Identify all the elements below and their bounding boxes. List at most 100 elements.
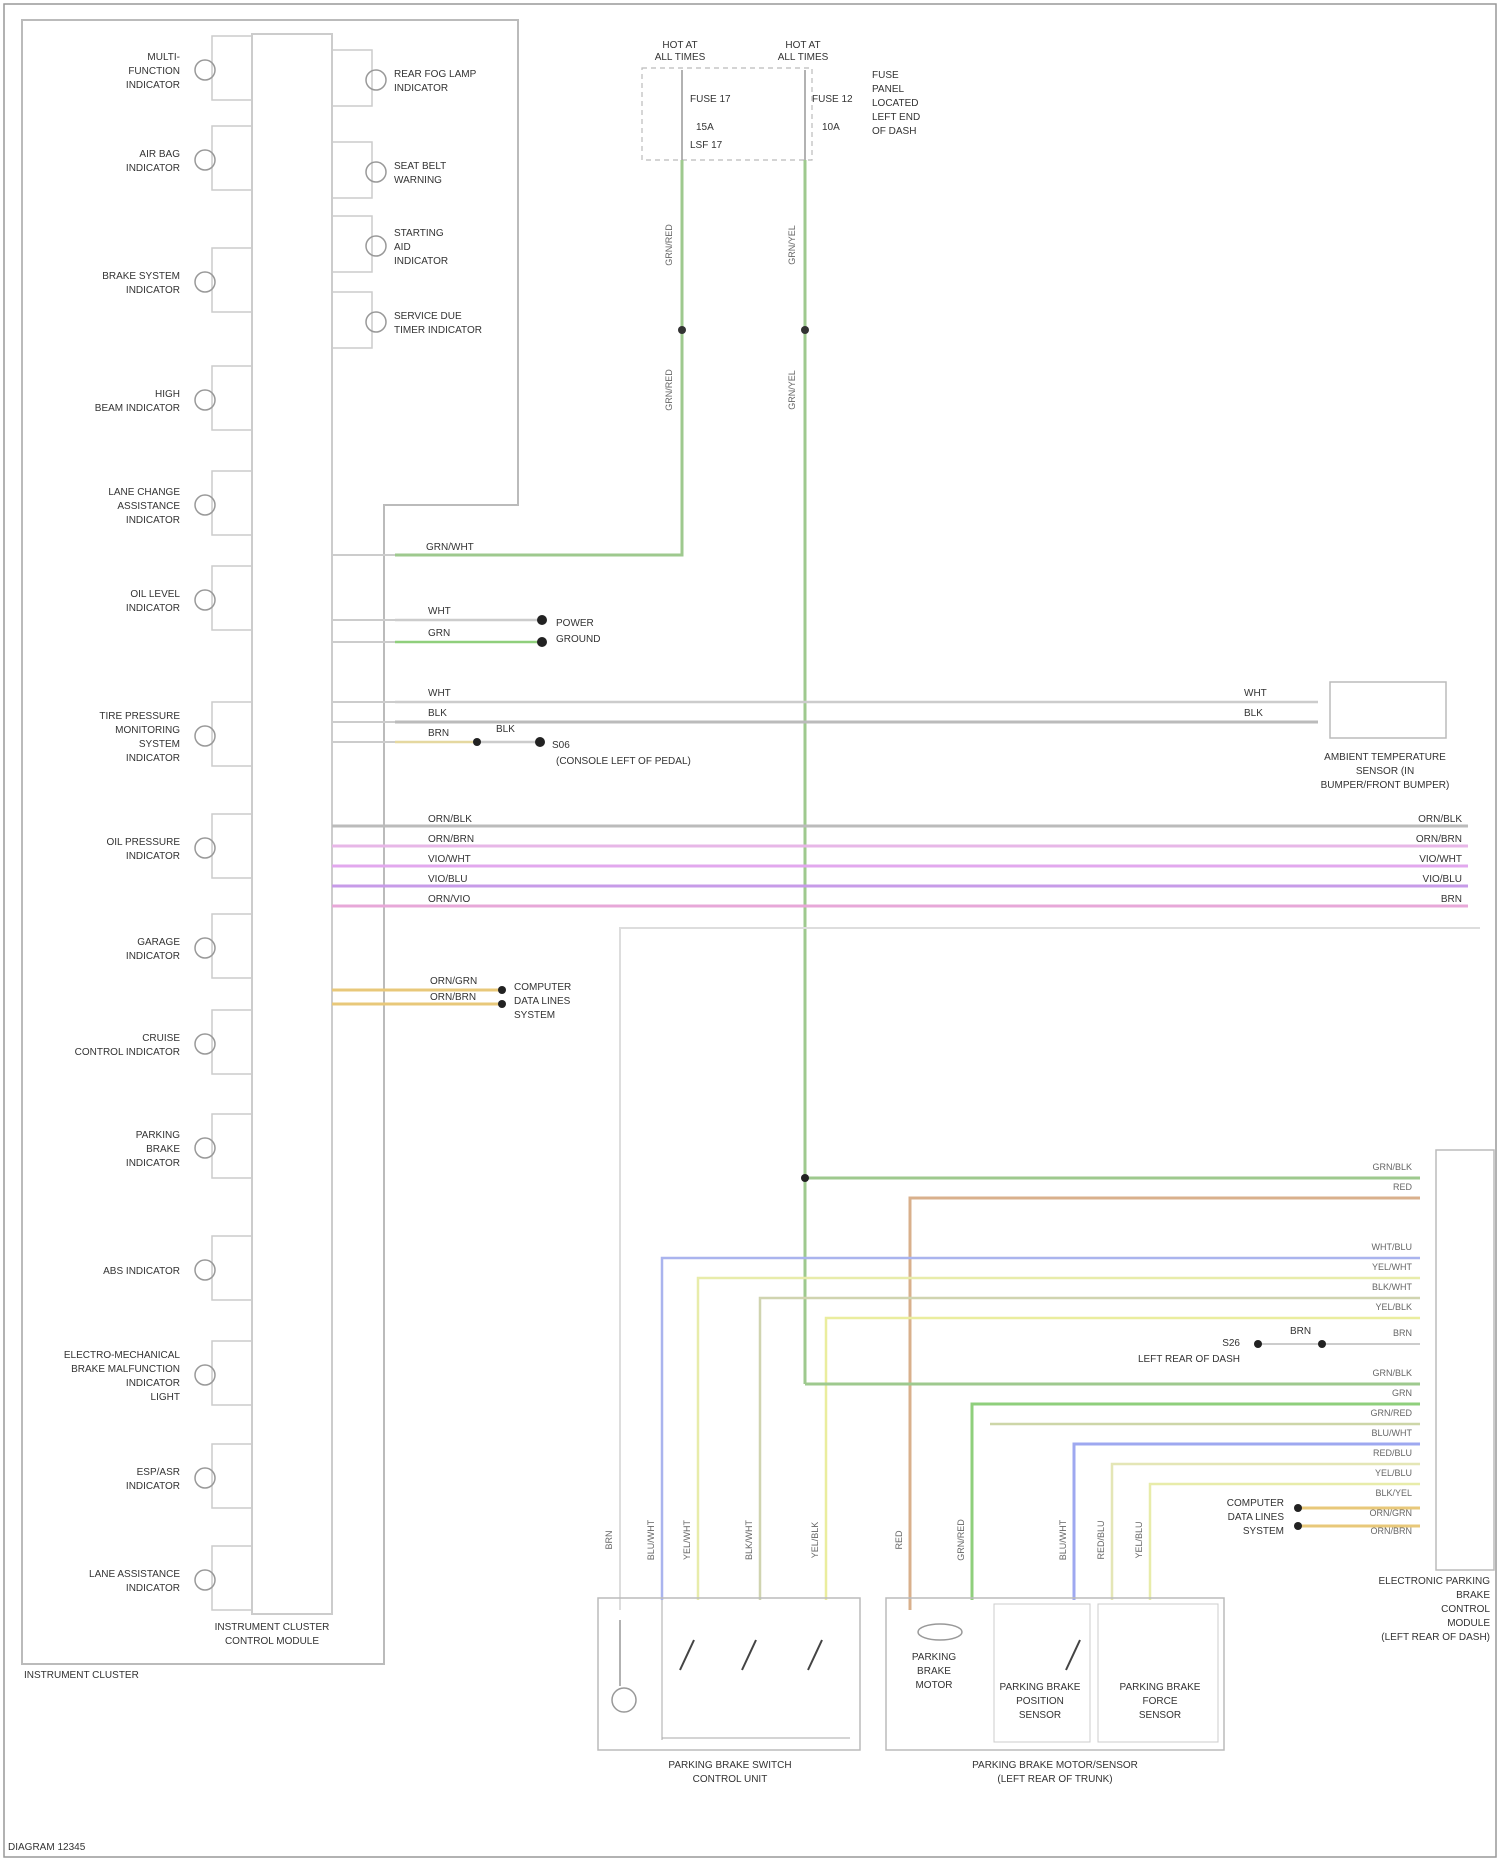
ambient-sensor-wiring: WHT BLK BRN BLK S06 (CONSOLE LEFT OF PED… [395,682,1449,791]
cluster-connector [332,555,395,742]
indicator-label: INDICATOR [126,80,180,91]
indicator-label: PARKING [136,1130,180,1141]
fuse-right-header-1: HOT AT [785,40,820,51]
motor-wire-tag: BLU/WHT [1058,1519,1068,1560]
power-label: POWER [556,618,594,629]
indicator-label: OIL LEVEL [130,589,180,600]
fuse-panel: HOT AT ALL TIMES HOT AT ALL TIMES FUSE 1… [642,40,920,160]
cluster-module-label: INSTRUMENT CLUSTER CONTROL MODULE [215,1622,330,1647]
sensor-right-wire-1: WHT [1244,688,1267,699]
ground-label: GROUND [556,634,600,645]
switch-contact-3 [808,1640,822,1670]
power-wire-label: WHT [428,606,451,617]
left-indicator: MULTI- FUNCTION INDICATOR [126,36,252,100]
parking-brake-motor-unit: PARKING BRAKE MOTOR PARKING BRAKE POSITI… [886,1598,1224,1785]
cluster-control-module [252,34,332,1614]
indicator-bracket [212,1236,252,1300]
force-sensor-label-3: SENSOR [1139,1710,1181,1721]
indicator-label: INDICATOR [126,1378,180,1389]
indicator-label: FUNCTION [128,66,180,77]
motor-unit-label-1: PARKING BRAKE MOTOR/SENSOR [972,1760,1138,1771]
indicator-label: CRUISE [142,1033,180,1044]
indicator-bracket [212,702,252,766]
bus-wire-label-left: VIO/WHT [428,854,471,865]
left-indicator: ABS INDICATOR [103,1236,252,1300]
position-sensor-contact [1066,1640,1080,1670]
motor-wire-tag: RED [894,1530,904,1550]
indicator-label: OIL PRESSURE [106,837,180,848]
module-data-label-2: DATA LINES [1228,1512,1285,1523]
indicator-label: BEAM INDICATOR [95,403,180,414]
indicator-label: BRAKE SYSTEM [102,271,180,282]
right-indicator: REAR FOG LAMPINDICATOR [332,50,477,106]
left-indicator: LANE CHANGEASSISTANCEINDICATOR [108,471,252,535]
data-line-1: ORN/GRN [430,976,477,987]
module-wire-label: BRN [1393,1328,1412,1338]
switch-wire-tag: BRN [604,1530,614,1549]
indicator-label: INDICATOR [394,83,448,94]
indicator-label: INDICATOR [126,603,180,614]
indicator-label: TIRE PRESSURE [99,711,180,722]
indicator-label: MULTI- [147,52,180,63]
switch-unit-label-2: CONTROL UNIT [693,1774,768,1785]
indicator-lamp-icon [366,162,386,182]
fuse-box-label-2: PANEL [872,84,904,95]
sensor-label-1: AMBIENT TEMPERATURE [1324,752,1446,763]
indicator-bracket [212,248,252,312]
module-wire-label: GRN [1392,1388,1412,1398]
indicator-bracket [212,1546,252,1610]
indicator-label: INDICATOR [126,951,180,962]
fuse-17-rating: 15A [696,122,714,133]
bus-wire-label-left: ORN/VIO [428,894,470,905]
indicator-label: LIGHT [151,1392,180,1403]
left-indicator: PARKINGBRAKEINDICATOR [126,1114,252,1178]
motor-icon [918,1624,962,1640]
ambient-temperature-sensor [1330,682,1446,738]
splice-location: (CONSOLE LEFT OF PEDAL) [556,756,691,767]
indicator-label: INDICATOR [126,1158,180,1169]
data-label-2: DATA LINES [514,996,571,1007]
data-line-2: ORN/BRN [430,992,476,1003]
module-label-3: CONTROL [1441,1604,1490,1615]
module-wire-label: GRN/BLK [1372,1368,1412,1378]
indicator-label: AIR BAG [139,149,180,160]
motor-label-2: BRAKE [917,1666,951,1677]
indicator-bracket [212,366,252,430]
sensor-label-3: BUMPER/FRONT BUMPER) [1321,780,1450,791]
data-label-1: COMPUTER [514,982,571,993]
indicator-bracket [212,36,252,100]
module-wire-label: BLU/WHT [1372,1428,1413,1438]
left-indicator: ELECTRO-MECHANICALBRAKE MALFUNCTIONINDIC… [64,1341,252,1405]
indicator-bracket [212,126,252,190]
footer-code: DIAGRAM 12345 [8,1842,86,1853]
fuse-wire-tag-2: GRN/YEL [787,225,797,265]
module-ground-tag: S26 [1222,1338,1240,1349]
indicator-bracket [212,914,252,978]
left-indicator-list: MULTI- FUNCTION INDICATOR AIR BAG INDICATOR B… [64,36,252,1610]
bus-wire-label-right: BRN [1441,894,1462,905]
motor-wire-tag: RED/BLU [1096,1520,1106,1559]
indicator-label: INDICATOR [126,163,180,174]
fuse-box-label-1: FUSE [872,70,899,81]
indicator-label: HIGH [155,389,180,400]
sensor-label-2: SENSOR (IN [1356,766,1414,777]
module-wire-label: GRN/BLK [1372,1162,1412,1172]
indicator-bracket [212,1341,252,1405]
force-sensor-label-1: PARKING BRAKE [1120,1682,1201,1693]
splice-tag: S06 [552,740,570,751]
fuse-right-header-2: ALL TIMES [778,52,829,63]
indicator-bracket [212,1010,252,1074]
indicator-bracket [212,814,252,878]
fuse-left-header-1: HOT AT [662,40,697,51]
parking-brake-switch-unit: PARKING BRAKE SWITCH CONTROL UNIT [598,1598,860,1785]
splice-wire: BLK [496,724,515,735]
indicator-label: SYSTEM [139,739,180,750]
motor-unit-label-2: (LEFT REAR OF TRUNK) [997,1774,1112,1785]
switch-unit-label-1: PARKING BRAKE SWITCH [668,1760,791,1771]
